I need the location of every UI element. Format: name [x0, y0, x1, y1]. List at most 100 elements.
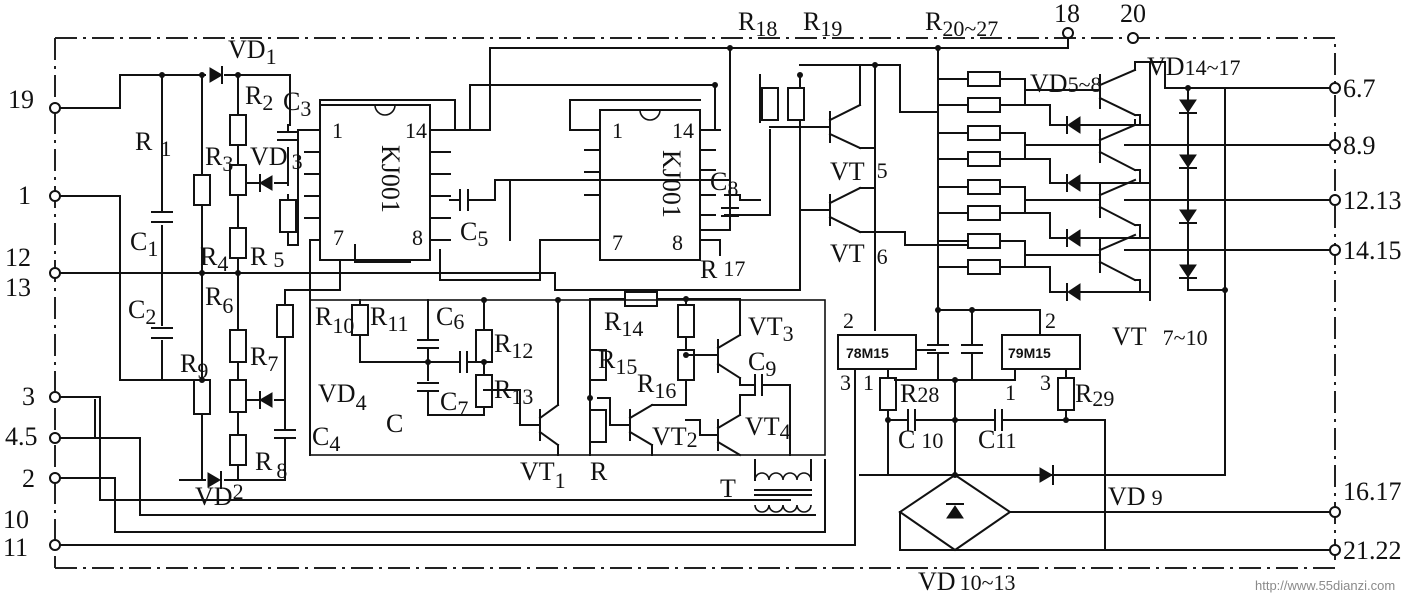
resistor-r3 — [193, 174, 211, 206]
label-r11: R11 — [370, 302, 409, 336]
label-vt2: VT2 — [652, 422, 698, 452]
transistor-vt6 — [799, 186, 969, 246]
terminal-18 — [1062, 27, 1074, 39]
label-r3: R3 — [205, 142, 233, 176]
reg2-pin-left: 1 — [1005, 380, 1016, 405]
label-r2: R2 — [245, 81, 273, 115]
label-c9: C9 — [748, 347, 776, 381]
terminal-6-7 — [1329, 82, 1341, 94]
terminal-1 — [49, 190, 61, 202]
regulator-filter-caps — [887, 309, 1106, 551]
label-terminal-12-13-right: 12.13 — [1343, 186, 1402, 215]
resistor-r3b — [229, 164, 247, 196]
label-c11: C11 — [978, 425, 1017, 454]
transistor-vt5 — [769, 64, 939, 150]
resistor-r7b — [276, 304, 294, 338]
resistor-r16a — [677, 304, 695, 338]
u1-pin1-label: 1 — [332, 118, 343, 143]
terminal-12-13-right — [1329, 194, 1341, 206]
reg2-pin-top: 2 — [1045, 308, 1056, 333]
label-vt1: VT1 — [520, 457, 566, 493]
label-r18: R18 — [738, 7, 777, 41]
resistor-r14 — [624, 291, 658, 307]
u1-pin7-label: 7 — [333, 225, 344, 250]
diodes-vd14-17 — [859, 87, 1226, 476]
label-terminal-20: 20 — [1120, 0, 1146, 28]
u2-pin7-label: 7 — [612, 230, 623, 255]
resistor-r6 — [229, 329, 247, 363]
terminal-20 — [1127, 32, 1139, 44]
capacitor-c2 — [151, 327, 173, 339]
u1-pin14-label: 14 — [405, 118, 427, 143]
label-terminal-12: 12 — [5, 243, 31, 272]
label-c: C — [386, 409, 403, 438]
label-vt4: VT4 — [745, 412, 791, 444]
resistor-r18 — [761, 87, 779, 121]
resistor-bank-r20-27 — [937, 47, 1101, 311]
reg1-pin-top: 2 — [843, 308, 854, 333]
right-terminals — [1062, 27, 1341, 556]
label-vd2: VD2 — [195, 479, 244, 511]
resistor-r8b — [229, 434, 247, 466]
reg1-name: 78M15 — [846, 345, 889, 361]
capacitor-c3 — [277, 131, 299, 141]
label-terminal-10: 10 — [3, 505, 29, 534]
transformer-secondary — [754, 504, 812, 513]
label-terminal-4-5: 4.5 — [5, 422, 38, 451]
u2-pin8-label: 8 — [672, 230, 683, 255]
transistor-vt10 — [1098, 233, 1331, 293]
diode-vd-lower — [259, 391, 273, 409]
watermark: http://www.55dianzi.com — [1255, 578, 1395, 593]
resistor-r5 — [279, 199, 297, 233]
label-c3: C3 — [283, 87, 311, 121]
transistors-vt7-10 — [1098, 61, 1331, 301]
label-terminal-14-15: 14.15 — [1343, 236, 1402, 265]
resistor-r9 — [193, 379, 211, 415]
label-terminal-21-22: 21.22 — [1343, 536, 1402, 565]
label-c4: C4 — [312, 422, 340, 456]
label-c7: C7 — [440, 387, 468, 421]
label-vd1: VD1 — [228, 35, 277, 69]
label-t: T — [720, 474, 736, 503]
diode-vd1 — [209, 66, 223, 84]
label-vd5-8: VD5~8 — [1030, 69, 1101, 98]
diodes-vd5-8 — [1049, 104, 1141, 301]
transistor-vt7 — [1098, 61, 1331, 126]
terminal-8-9 — [1329, 139, 1341, 151]
label-terminal-1: 1 — [18, 181, 31, 210]
left-terminals — [49, 102, 61, 551]
label-r6: R6 — [205, 282, 233, 318]
wiring-left — [59, 74, 856, 546]
label-r16: R16 — [637, 369, 676, 403]
u1-pin8-label: 8 — [412, 225, 423, 250]
diode-vd3 — [259, 174, 273, 192]
resistor-r28 — [879, 377, 897, 411]
label-r9: R9 — [180, 349, 208, 383]
label-terminal-2: 2 — [22, 464, 35, 493]
resistor-r2 — [229, 114, 247, 146]
capacitor-c1 — [151, 211, 173, 223]
resistor-r15 — [589, 349, 607, 381]
u2-pin14-label: 14 — [672, 118, 694, 143]
resistor-r29 — [1057, 377, 1075, 411]
label-r7: R7 — [250, 342, 278, 376]
module-border — [54, 37, 1336, 569]
label-r13: R13 — [494, 375, 533, 409]
diode-vd9 — [1039, 465, 1054, 485]
regulator-79m15: 79M15 2 1 3 — [894, 308, 1081, 421]
reg1-pin-left: 3 — [840, 370, 851, 395]
transistor-vt9 — [1098, 178, 1331, 239]
transistor-vt8 — [1098, 119, 1331, 184]
label-vt3: VT3 — [748, 312, 794, 346]
terminal-16-17 — [1329, 506, 1341, 518]
diode-vd2 — [207, 471, 222, 489]
pulse-section — [309, 298, 826, 513]
label-r12: R12 — [494, 329, 533, 363]
terminal-10-11 — [49, 539, 61, 551]
label-c6: C6 — [436, 302, 464, 334]
